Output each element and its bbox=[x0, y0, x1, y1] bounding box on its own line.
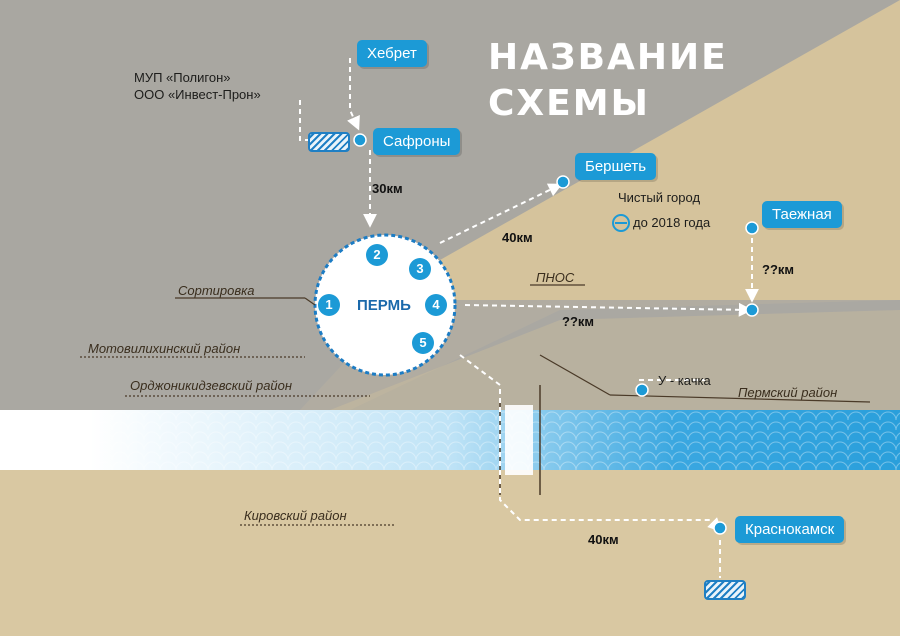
dist-perm-krasnokamsk: 40км bbox=[588, 532, 619, 547]
dist-safrony-perm: 30км bbox=[372, 181, 403, 196]
tag-taezhnaya[interactable]: Таежная bbox=[762, 201, 842, 228]
district-motovilikhinsky: Мотовилихинский район bbox=[88, 341, 241, 356]
perm-district-4[interactable]: 4 bbox=[425, 294, 447, 316]
label-sortirovka: Сортировка bbox=[178, 283, 255, 298]
node-krasnokamsk bbox=[713, 521, 727, 535]
district-permsky: Пермский район bbox=[738, 385, 838, 400]
route-perm-bershet bbox=[439, 183, 563, 244]
facility-hatch-krasnokamsk bbox=[704, 580, 746, 600]
district-kirovsky: Кировский район bbox=[244, 508, 347, 523]
dist-taezhnaya-junction: ??км bbox=[762, 262, 795, 277]
route-khebret-safrony bbox=[347, 58, 360, 131]
perm-label: ПЕРМЬ bbox=[357, 297, 411, 314]
tag-safrony[interactable]: Сафроны bbox=[373, 128, 461, 155]
label-ooo: ООО «Инвест-Прон» bbox=[134, 87, 261, 102]
river-texture bbox=[60, 410, 900, 470]
district-ordzhonikidzevsky: Орджоникидзевский район bbox=[130, 378, 293, 393]
tag-bershet[interactable]: Бершеть bbox=[575, 153, 657, 180]
legend-clean-city-title: Чистый город bbox=[618, 190, 701, 205]
route-perm-east bbox=[464, 302, 753, 317]
perm-district-2[interactable]: 2 bbox=[366, 244, 388, 266]
title-line-1: НАЗВАНИЕ bbox=[488, 37, 728, 78]
node-junction bbox=[745, 303, 759, 317]
paper-region-mid bbox=[330, 310, 900, 410]
dist-perm-east: ??км bbox=[562, 314, 595, 329]
minus-circle-icon bbox=[612, 214, 630, 232]
title-line-2: СХЕМЫ bbox=[488, 83, 650, 124]
perm-district-5[interactable]: 5 bbox=[412, 332, 434, 354]
node-taezhnaya bbox=[745, 221, 759, 235]
facility-hatch-safrony bbox=[308, 132, 350, 152]
paper-region-lower bbox=[0, 470, 900, 636]
label-u-kachka: У - качка bbox=[658, 373, 711, 388]
node-bershet bbox=[556, 175, 570, 189]
tag-khebret[interactable]: Хебрет bbox=[357, 40, 427, 67]
node-safrony bbox=[353, 133, 367, 147]
bridge bbox=[505, 405, 533, 475]
perm-district-3[interactable]: 3 bbox=[409, 258, 431, 280]
dist-perm-bershet: 40км bbox=[502, 230, 533, 245]
perm-district-1[interactable]: 1 bbox=[318, 294, 340, 316]
legend-clean-city-date: до 2018 года bbox=[633, 215, 711, 230]
tag-krasnokamsk[interactable]: Краснокамск bbox=[735, 516, 845, 543]
label-mup: МУП «Полигон» bbox=[134, 70, 231, 85]
label-pnos: ПНОС bbox=[536, 270, 575, 285]
node-ukachka bbox=[635, 383, 649, 397]
